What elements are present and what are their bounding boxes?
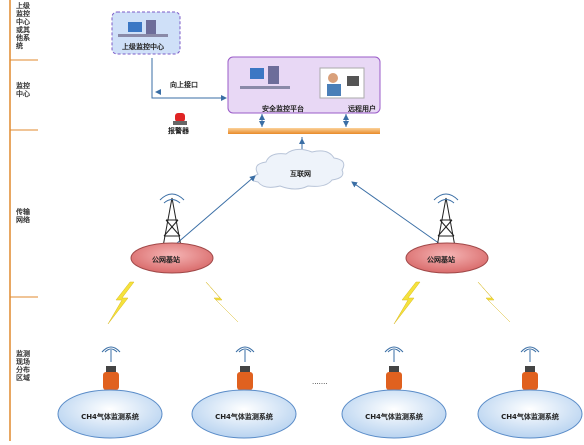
- sensor-unit: [384, 346, 404, 390]
- field-ellipse: [191, 389, 297, 439]
- alarm-icon: [173, 113, 187, 125]
- sensor-unit: [520, 346, 540, 390]
- network-bus: [228, 128, 380, 134]
- tier-label-transport: 传输网络: [16, 208, 30, 224]
- field-system-label: CH4气体监测系统: [365, 413, 423, 421]
- tier-axis: [9, 0, 38, 441]
- sensor-unit: [101, 346, 121, 390]
- field-system-label: CH4气体监测系统: [215, 413, 273, 421]
- base-station-ellipse: [130, 242, 214, 274]
- platform-label: 安全监控平台: [262, 105, 304, 113]
- tier-label-upper: 上级监控中心或其他系统: [16, 2, 30, 50]
- field-ellipse: [57, 389, 163, 439]
- cloud-icon: [251, 148, 345, 190]
- base-station-left-label: 公网基站: [152, 256, 180, 264]
- upper-center-box: [111, 11, 181, 55]
- internet-label: 互联网: [290, 170, 311, 178]
- tier-label-field: 监测现场分布区域: [16, 350, 30, 382]
- field-system-label: CH4气体监测系统: [501, 413, 559, 421]
- ellipsis-label: ·······: [312, 380, 328, 388]
- sensor-unit: [235, 346, 255, 390]
- base-station-ellipse: [405, 242, 489, 274]
- upper-center-label: 上级监控中心: [122, 43, 164, 51]
- remote-user-label: 远程用户: [348, 105, 376, 113]
- upper-interface-label: 向上接口: [170, 81, 198, 89]
- lightning-icon: [107, 281, 511, 325]
- field-system-label: CH4气体监测系统: [81, 413, 139, 421]
- field-ellipse: [341, 389, 447, 439]
- field-ellipse: [477, 389, 583, 439]
- tier-label-monitor: 监控中心: [16, 82, 30, 98]
- base-station-right-label: 公网基站: [427, 256, 455, 264]
- upper-connections: [151, 58, 227, 101]
- alarm-label: 报警器: [168, 127, 189, 135]
- platform-box: [227, 56, 381, 114]
